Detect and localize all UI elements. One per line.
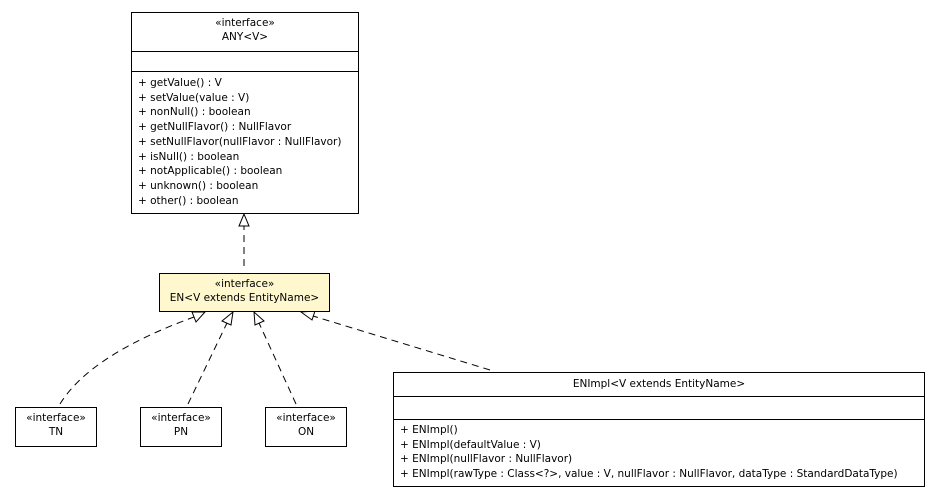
realization-arrowhead-any [238, 212, 250, 227]
enimpl-methods-compartment: + ENImpl() + ENImpl(defaultValue : V) + … [394, 420, 924, 482]
any-method: + setValue(value : V) [138, 91, 250, 104]
pn-interface-box[interactable]: «interface» PN [140, 407, 222, 447]
enimpl-method: + ENImpl(nullFlavor : NullFlavor) [400, 453, 573, 466]
any-method: + other() : boolean [138, 194, 239, 207]
en-class-name: EN<V extends EntityName> [169, 292, 320, 304]
any-header: «interface» ANY<V> [132, 13, 358, 52]
any-method: + isNull() : boolean [138, 150, 240, 163]
any-method: + nonNull() : boolean [138, 106, 251, 119]
en-stereotype: «interface» [214, 278, 275, 290]
tn-interface-box[interactable]: «interface» TN [15, 407, 97, 447]
tn-stereotype: «interface» [26, 412, 86, 424]
on-class-name: ON [297, 426, 315, 438]
any-methods-compartment: + getValue() : V + setValue(value : V) +… [132, 72, 358, 208]
any-method: + setNullFlavor(nullFlavor : NullFlavor) [138, 135, 342, 148]
realization-line-on-en [258, 322, 297, 405]
realization-line-enimpl-en [312, 315, 491, 371]
tn-header: «interface» TN [16, 408, 96, 446]
realization-line-pn-en [187, 322, 228, 405]
enimpl-method: + ENImpl(defaultValue : V) [400, 438, 541, 451]
pn-stereotype: «interface» [151, 412, 211, 424]
enimpl-method: + ENImpl(rawType : Class<?>, value : V, … [400, 468, 898, 481]
en-interface-box[interactable]: «interface» EN<V extends EntityName> [159, 273, 330, 312]
any-method: + notApplicable() : boolean [138, 165, 283, 178]
any-method: + unknown() : boolean [138, 179, 259, 192]
realization-line-tn-en [59, 316, 195, 405]
enimpl-fields-compartment [394, 397, 924, 420]
pn-header: «interface» PN [141, 408, 221, 446]
any-interface-box[interactable]: «interface» ANY<V> + getValue() : V + se… [131, 12, 359, 214]
any-stereotype: «interface» [215, 17, 275, 29]
any-fields-compartment [132, 52, 358, 72]
on-interface-box[interactable]: «interface» ON [265, 407, 347, 447]
on-header: «interface» ON [266, 408, 346, 446]
en-header: «interface» EN<V extends EntityName> [160, 274, 329, 311]
any-class-name: ANY<V> [221, 31, 269, 43]
realization-arrowhead-pn [221, 310, 234, 326]
realization-arrowhead-tn [191, 311, 207, 323]
enimpl-header: ENImpl<V extends EntityName> [394, 373, 924, 397]
any-method: + getValue() : V [138, 77, 222, 89]
on-stereotype: «interface» [276, 412, 336, 424]
enimpl-class-name: ENImpl<V extends EntityName> [572, 378, 746, 390]
enimpl-method: + ENImpl() [400, 424, 458, 436]
tn-class-name: TN [48, 426, 64, 438]
pn-class-name: PN [173, 426, 189, 438]
realization-arrowhead-enimpl [299, 310, 316, 321]
realization-arrowhead-on [253, 310, 265, 326]
any-method: + getNullFlavor() : NullFlavor [138, 121, 292, 134]
enimpl-class-box[interactable]: ENImpl<V extends EntityName> + ENImpl() … [393, 372, 925, 487]
